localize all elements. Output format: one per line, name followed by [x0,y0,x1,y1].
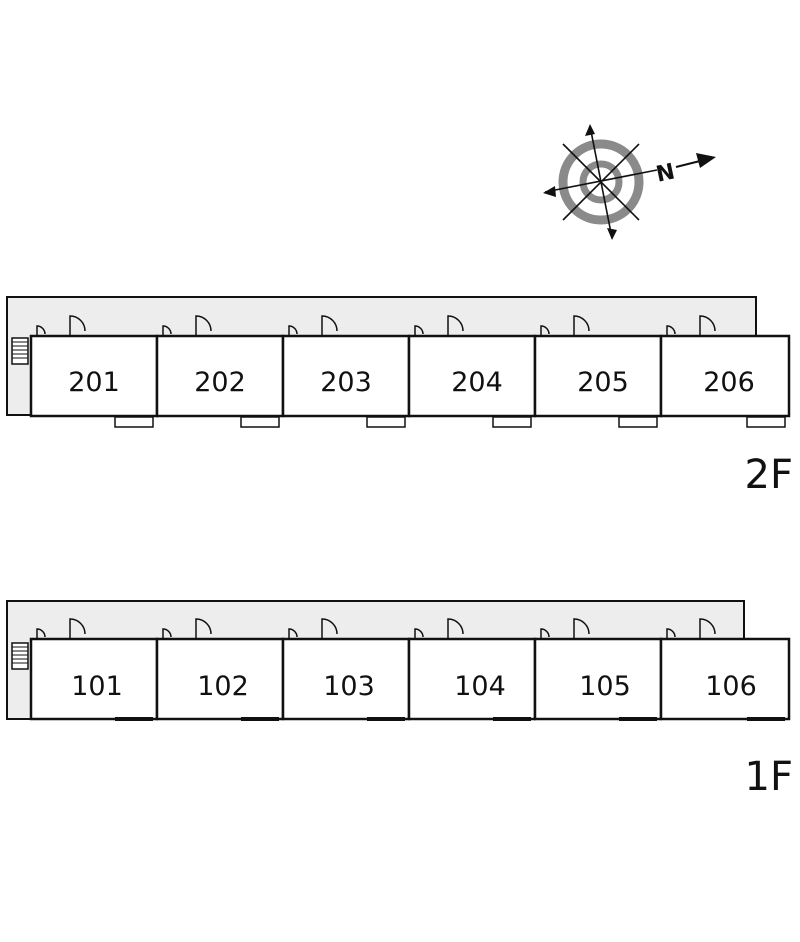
compass-north-marker: N [654,153,716,188]
unit: 201 [29,315,159,428]
floor-label: 2F [745,452,793,498]
unit: 102 [155,618,285,721]
unit: 203 [281,315,411,428]
north-arrow-compass-icon: N [543,124,716,240]
unit-number: 201 [68,367,120,398]
unit: 106 [659,618,791,721]
floor-2f: 201 202 203 204 [6,296,793,498]
unit: 205 [533,315,663,428]
unit-number: 104 [454,671,506,702]
unit-number: 203 [320,367,372,398]
unit-number: 206 [703,367,755,398]
unit: 206 [659,315,791,428]
unit: 104 [407,618,537,721]
stairs-icon [11,337,29,365]
unit-number: 102 [197,671,249,702]
unit: 101 [29,618,159,721]
unit: 204 [407,315,537,428]
unit-number: 205 [577,367,629,398]
unit-number: 101 [71,671,123,702]
unit-number: 103 [323,671,375,702]
floor-label: 1F [745,754,793,800]
svg-text:N: N [654,159,677,187]
stairs-icon [11,642,29,670]
unit: 202 [155,315,285,428]
unit-number: 106 [705,671,757,702]
floor-1f: 101 102 103 104 [6,600,793,800]
unit-number: 204 [451,367,503,398]
unit: 105 [533,618,663,721]
unit-number: 202 [194,367,246,398]
unit-number: 105 [579,671,631,702]
